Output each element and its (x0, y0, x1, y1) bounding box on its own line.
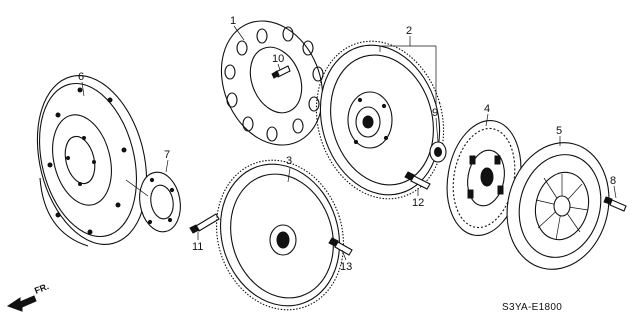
flywheel-part-3[interactable] (198, 144, 363, 319)
callout-11[interactable]: 11 (192, 241, 203, 253)
callout-8[interactable]: 8 (610, 175, 616, 187)
plate-part-7[interactable] (125, 169, 185, 235)
bolt-part-13[interactable] (328, 237, 353, 256)
bearing-part-9[interactable] (429, 141, 447, 163)
callout-5[interactable]: 5 (556, 125, 562, 137)
leader-lines (81, 25, 617, 261)
callout-numbers: 1 2 3 4 5 6 7 8 9 10 11 12 13 (78, 15, 616, 273)
arrow-icon (6, 295, 37, 312)
bolt-part-12[interactable] (404, 171, 431, 190)
callout-13[interactable]: 13 (340, 261, 352, 273)
callout-4[interactable]: 4 (484, 103, 490, 115)
callout-6[interactable]: 6 (78, 71, 84, 83)
callout-3[interactable]: 3 (286, 155, 292, 167)
clutch-disc-part-4[interactable] (438, 115, 529, 242)
callout-2[interactable]: 2 (406, 25, 412, 37)
direction-label: FR. (33, 281, 50, 296)
callout-7[interactable]: 7 (164, 149, 170, 161)
diagram-code: S3YA-E1800 (502, 302, 562, 313)
drive-plate-part-6[interactable] (21, 64, 164, 256)
front-direction-arrow: FR. (6, 281, 50, 312)
bolt-part-10[interactable] (271, 65, 291, 79)
bolt-part-8[interactable] (603, 196, 627, 212)
plate-part-1[interactable] (204, 6, 341, 161)
callout-1[interactable]: 1 (230, 15, 236, 27)
pressure-plate-part-5[interactable] (494, 132, 622, 280)
callout-10[interactable]: 10 (272, 53, 284, 65)
flywheel-part-2[interactable] (298, 26, 461, 214)
callout-9[interactable]: 9 (432, 107, 438, 119)
bolt-part-11[interactable] (189, 213, 220, 234)
callout-12[interactable]: 12 (412, 197, 424, 209)
